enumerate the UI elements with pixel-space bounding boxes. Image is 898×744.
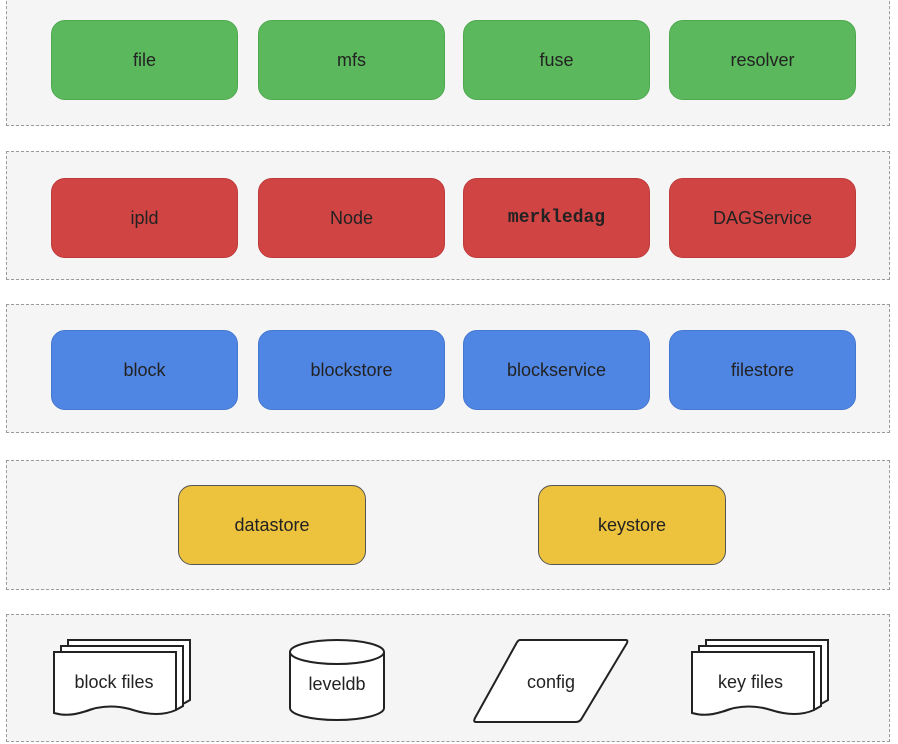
node-label: blockstore (310, 359, 393, 380)
leveldb-icon: leveldb (288, 638, 386, 722)
layer-band-4 (6, 460, 890, 590)
config-icon: config (472, 638, 630, 724)
node-node: Node (258, 178, 445, 258)
node-label: ipld (130, 207, 159, 228)
node-resolver: resolver (669, 20, 856, 100)
node-datastore: datastore (178, 485, 366, 565)
storage-label: config (526, 672, 576, 692)
node-label: datastore (234, 514, 310, 535)
node-blockstore: blockstore (258, 330, 445, 410)
storage-label: key files (717, 672, 784, 692)
node-dagservice: DAGService (669, 178, 856, 258)
node-label: keystore (597, 514, 667, 535)
key-files-icon: key files (690, 638, 835, 718)
node-block: block (51, 330, 238, 410)
node-blockservice: blockservice (463, 330, 650, 410)
node-label: filestore (730, 359, 795, 380)
node-label: DAGService (712, 207, 813, 228)
node-label: merkledag (507, 208, 606, 228)
storage-label: block files (74, 672, 154, 692)
node-file: file (51, 20, 238, 100)
node-label: mfs (337, 49, 366, 70)
node-merkledag: merkledag (463, 178, 650, 258)
node-fuse: fuse (463, 20, 650, 100)
node-keystore: keystore (538, 485, 726, 565)
storage-label: leveldb (308, 674, 366, 694)
node-label: block (123, 359, 166, 380)
node-label: fuse (539, 49, 574, 70)
node-ipld: ipld (51, 178, 238, 258)
node-label: Node (329, 207, 374, 228)
node-filestore: filestore (669, 330, 856, 410)
node-label: file (132, 49, 156, 70)
block-files-icon: block files (52, 638, 200, 718)
node-label: blockservice (506, 359, 607, 380)
node-mfs: mfs (258, 20, 445, 100)
node-label: resolver (730, 49, 795, 70)
